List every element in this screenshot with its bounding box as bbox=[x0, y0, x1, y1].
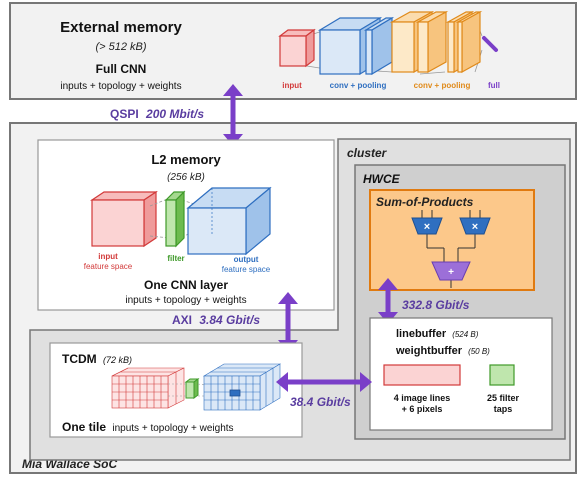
qspi-link-arrow bbox=[223, 84, 243, 146]
multiplier-right-symbol: × bbox=[472, 221, 478, 233]
qspi-name: QSPI bbox=[110, 107, 139, 121]
linebuffer-name: linebuffer bbox=[396, 328, 447, 340]
full-cnn-full-label: full bbox=[488, 81, 500, 90]
full-cnn-conv2-label: conv + pooling bbox=[414, 81, 471, 90]
l2-filter bbox=[164, 190, 186, 248]
tile-input-grid bbox=[111, 367, 185, 409]
qspi-rate: 200 Mbit/s bbox=[145, 107, 204, 121]
multiplier-left-symbol: × bbox=[424, 221, 430, 233]
multiplier-right-icon bbox=[459, 217, 491, 235]
sum-of-products-label: Sum-of-Products bbox=[376, 195, 474, 209]
full-cnn-conv1-label: conv + pooling bbox=[330, 81, 387, 90]
tcdm-hwce-link-arrow bbox=[276, 372, 372, 392]
external-memory-size: (> 512 kB) bbox=[95, 41, 146, 53]
linebuffer-desc-2: + 6 pixels bbox=[402, 404, 443, 414]
tcdm-link-rate: 38.4 Gbit/s bbox=[290, 395, 351, 409]
l2-title: L2 memory bbox=[151, 152, 221, 167]
cluster-label: cluster bbox=[347, 146, 388, 160]
cnn-layer-diagram: input feature space filter output featur… bbox=[84, 186, 272, 274]
full-cnn-input-label: input bbox=[282, 81, 302, 90]
full-cnn-input-cube bbox=[278, 28, 316, 68]
full-cnn-detail: inputs + topology + weights bbox=[60, 81, 181, 92]
l2-input-sub: feature space bbox=[84, 262, 133, 271]
l2-input-label: input bbox=[98, 252, 118, 261]
l2-size: (256 kB) bbox=[167, 172, 205, 183]
l2-output-sub: feature space bbox=[222, 265, 271, 274]
weightbuffer-desc-1: 25 filter bbox=[487, 393, 520, 403]
tile-output-grid bbox=[202, 363, 282, 411]
weightbuffer-size: (50 B) bbox=[468, 347, 490, 356]
linebuffer-label: linebuffer (524 B) bbox=[396, 328, 479, 340]
l2-input-cube bbox=[90, 190, 158, 248]
full-cnn-conv2-stack bbox=[389, 10, 483, 74]
hwce-label: HWCE bbox=[363, 172, 401, 186]
l2-memory-box bbox=[37, 139, 335, 311]
l2-filter-label: filter bbox=[167, 254, 184, 263]
full-cnn-conv1-stack bbox=[317, 16, 395, 76]
tile-label: One tile inputs + topology + weights bbox=[62, 420, 234, 434]
weightbuffer-name: weightbuffer bbox=[395, 345, 463, 357]
weightbuffer-label: weightbuffer (50 B) bbox=[395, 345, 490, 357]
tcdm-name: TCDM bbox=[62, 352, 97, 366]
linebuffer-desc-1: 4 image lines bbox=[394, 393, 451, 403]
tile-diagram bbox=[111, 363, 282, 411]
adder-icon bbox=[431, 261, 471, 281]
external-memory-title: External memory bbox=[60, 19, 182, 36]
hwce-link-rate: 332.8 Gbit/s bbox=[402, 298, 470, 312]
full-cnn-label: Full CNN bbox=[96, 62, 147, 76]
full-cnn-diagram: input conv + pooling conv + pooling full bbox=[278, 10, 500, 90]
tile-filter bbox=[184, 378, 200, 399]
cnn-layer-title: One CNN layer bbox=[144, 278, 228, 292]
sop-circuit: × × + bbox=[411, 210, 491, 288]
tile-output-pixel bbox=[229, 389, 241, 397]
weightbuffer-desc-2: taps bbox=[494, 404, 513, 414]
multiplier-left-icon bbox=[411, 217, 443, 235]
axi-name: AXI bbox=[172, 313, 192, 327]
axi-rate: 3.84 Gbit/s bbox=[199, 313, 260, 327]
tile-title: One tile bbox=[62, 420, 106, 434]
cnn-layer-detail: inputs + topology + weights bbox=[125, 295, 246, 306]
axi-label: AXI 3.84 Gbit/s bbox=[172, 313, 260, 327]
l2-output-cube bbox=[186, 186, 272, 256]
qspi-label: QSPI 200 Mbit/s bbox=[110, 107, 204, 121]
full-cnn-full-layer bbox=[482, 36, 498, 52]
adder-symbol: + bbox=[448, 267, 454, 278]
weightbuffer-block bbox=[489, 364, 515, 386]
tile-detail: inputs + topology + weights bbox=[112, 423, 233, 434]
l2-output-label: output bbox=[234, 255, 259, 264]
linebuffer-size: (524 B) bbox=[452, 330, 479, 339]
linebuffer-block bbox=[383, 364, 461, 386]
tcdm-size: (72 kB) bbox=[103, 355, 132, 365]
tcdm-label: TCDM (72 kB) bbox=[62, 352, 132, 366]
